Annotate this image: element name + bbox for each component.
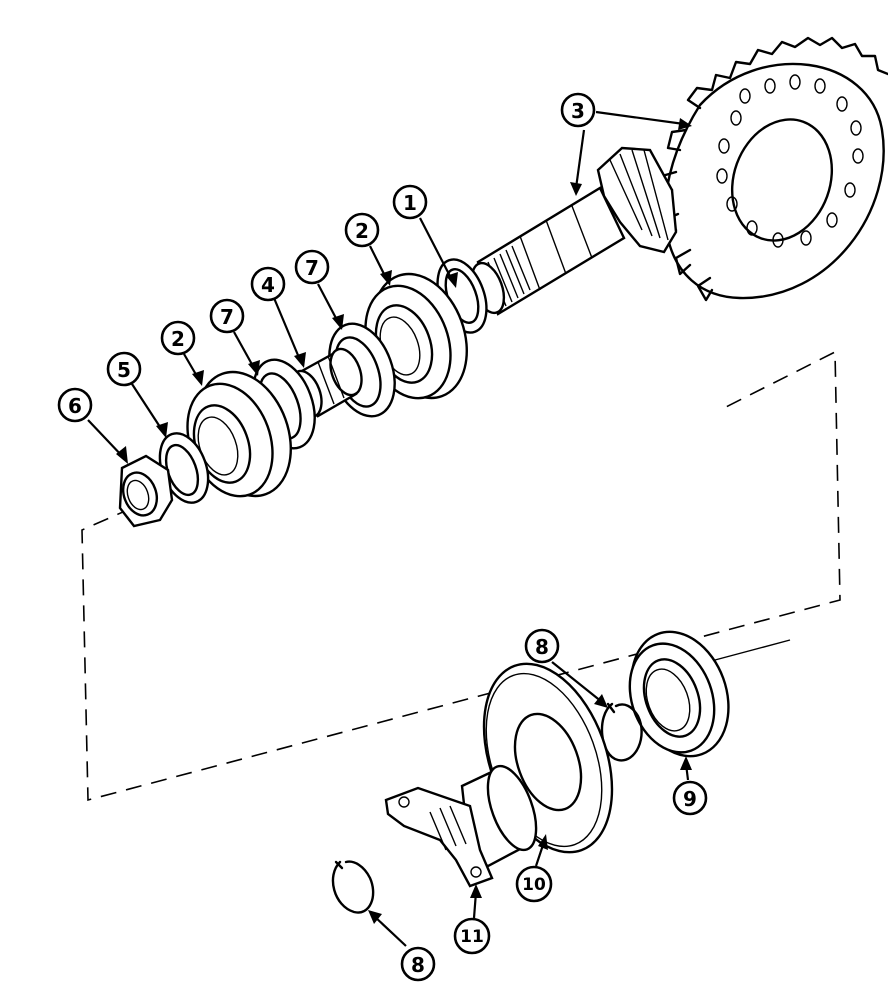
callout-3-label: 3 — [571, 99, 585, 123]
callout-5-label: 5 — [117, 358, 131, 382]
callout-8-upper: 8 — [524, 628, 560, 664]
callout-3: 3 — [560, 92, 596, 128]
callout-7-front: 7 — [209, 298, 245, 334]
assembly-guide-line — [81, 350, 841, 802]
pinion-shaft — [470, 146, 678, 316]
callout-6-label: 6 — [68, 394, 82, 418]
callout-1: 1 — [392, 184, 428, 220]
leader-lines — [87, 110, 692, 947]
lock-washer — [158, 432, 210, 504]
callout-5: 5 — [106, 351, 142, 387]
callout-11-label: 11 — [460, 927, 484, 947]
callout-8-upper-label: 8 — [535, 635, 549, 659]
callout-7-front-label: 7 — [220, 305, 234, 329]
callout-9-label: 9 — [683, 787, 697, 811]
callout-8-lower: 8 — [400, 946, 436, 982]
callout-2-rear: 2 — [344, 212, 380, 248]
callout-2-front-label: 2 — [171, 327, 185, 351]
callout-7-rear: 7 — [294, 249, 330, 285]
callout-7-rear-label: 7 — [305, 256, 319, 280]
callout-4: 4 — [250, 266, 286, 302]
callout-11: 11 — [453, 917, 491, 955]
callout-10-label: 10 — [522, 875, 546, 895]
callout-8-lower-label: 8 — [411, 953, 425, 977]
snap-ring-upper — [600, 702, 643, 762]
ring-gear — [658, 36, 888, 302]
callout-1-label: 1 — [403, 191, 417, 215]
callout-2-front: 2 — [160, 320, 196, 356]
assembly-guide-line-lower — [714, 639, 791, 661]
companion-yoke — [384, 764, 538, 888]
callout-6: 6 — [57, 387, 93, 423]
callout-4-label: 4 — [261, 273, 275, 297]
snap-ring-lower — [331, 860, 375, 914]
pinion-nut — [118, 454, 174, 528]
oil-seal — [628, 630, 730, 758]
callout-10: 10 — [515, 865, 553, 903]
callout-9: 9 — [672, 780, 708, 816]
callout-2-rear-label: 2 — [355, 219, 369, 243]
